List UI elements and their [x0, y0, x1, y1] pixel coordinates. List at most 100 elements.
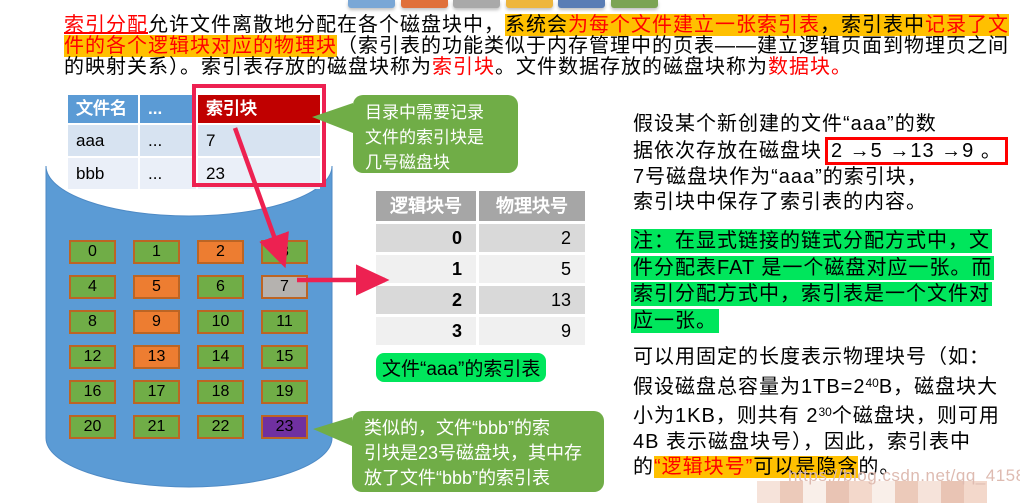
disk-block-0: 0 [69, 240, 116, 264]
indexblock-column-highlight-box [192, 84, 326, 187]
disk-block-10: 10 [197, 310, 244, 334]
text-segment: 可以是隐含 [753, 456, 859, 479]
callout-line: 几号磁盘块 [365, 153, 450, 172]
text-segment: “逻辑块号” [654, 456, 754, 479]
callout-bbb-note: 类似的，文件“bbb”的索 引块是23号磁盘块，其中存 放了文件“bbb”的索引… [352, 411, 604, 492]
disk-block-16: 16 [69, 380, 116, 404]
mosaic-tile [757, 481, 780, 503]
text-segment: 索引分配方式中，索引表是一个文件对 [631, 282, 992, 306]
text-segment: 可以用固定的长度表示物理块号（如： [633, 346, 990, 368]
disk-block-18: 18 [197, 380, 244, 404]
paragraph-block-number-size: 可以用固定的长度表示物理块号（如： 假设磁盘总容量为1TB=240B，磁盘块大 … [633, 345, 1000, 481]
disk-block-14: 14 [197, 345, 244, 369]
directory-cell: ... [140, 125, 196, 156]
text-segment: 为每个文件建立一张索引表 [568, 14, 820, 36]
callout-bottom-pointer [313, 417, 352, 446]
disk-block-19: 19 [261, 380, 308, 404]
text-segment: 小为1KB，则共有 2 [633, 405, 819, 428]
text-segment: ， [820, 14, 841, 36]
mosaic-tile [918, 481, 941, 503]
top-bar [505, 0, 553, 8]
disk-block-3: 3 [261, 240, 308, 264]
top-bar [558, 0, 606, 8]
intro-line-3: 的映射关系）。索引表存放的磁盘块称为索引块。文件数据存放的磁盘块称为数据块。 [64, 57, 1016, 78]
mosaic-blur-patch [757, 481, 987, 503]
directory-header-ellipsis: ... [140, 95, 196, 123]
disk-block-1: 1 [133, 240, 180, 264]
callout-line: 文件的索引块是 [365, 128, 484, 147]
text-segment: 假设某个新创建的文件“aaa”的数 [633, 113, 937, 135]
disk-block-6: 6 [197, 275, 244, 299]
top-bar [348, 0, 395, 8]
disk-block-5: 5 [133, 275, 180, 299]
disk-block-12: 12 [69, 345, 116, 369]
index-table-cell: 9 [479, 317, 585, 345]
mosaic-tile [849, 481, 872, 503]
text-segment: 索引分配 [64, 14, 148, 36]
text-segment: 件的各个逻辑块对应的物理块 [64, 35, 337, 57]
directory-header-filename: 文件名 [68, 95, 138, 123]
text-segment: 30 [818, 405, 832, 420]
directory-cell: ... [140, 158, 196, 189]
text-segment: B，磁盘块大 [878, 375, 999, 398]
index-table-cell: 1 [376, 255, 476, 283]
text-segment: 假设磁盘总容量为1TB=2 [633, 375, 866, 398]
mosaic-tile [826, 481, 849, 503]
disk-block-7: 7 [261, 275, 308, 299]
text-segment: 数据块。 [768, 56, 852, 78]
disk-block-23: 23 [261, 415, 308, 439]
index-table-cell: 3 [376, 317, 476, 345]
disk-block-20: 20 [69, 415, 116, 439]
text-segment: 的 [633, 456, 654, 479]
text-segment: 系统会 [505, 14, 568, 36]
index-table-header-physical: 物理块号 [479, 191, 585, 221]
text-segment: 2 →5 →13 →9 。 [825, 137, 1008, 165]
intro-line-2: 件的各个逻辑块对应的物理块（索引表的功能类似于内存管理中的页表——建立逻辑页面到… [64, 35, 1016, 57]
text-segment: 记录了文 [925, 14, 1009, 36]
intro-line-1: 索引分配允许文件离散地分配在各个磁盘块中，系统会为每个文件建立一张索引表，索引表… [64, 14, 1016, 36]
disk-block-11: 11 [261, 310, 308, 334]
text-line: 可以用固定的长度表示物理块号（如： [633, 345, 1000, 371]
text-line: 小为1KB，则共有 230个磁盘块，则可用 [633, 400, 1000, 430]
text-line: 假设磁盘总容量为1TB=240B，磁盘块大 [633, 371, 1000, 401]
index-table-cell: 5 [479, 255, 585, 283]
disk-block-21: 21 [133, 415, 180, 439]
callout-line: 引块是23号磁盘块，其中存 [364, 443, 583, 463]
text-line: 假设某个新创建的文件“aaa”的数 [633, 112, 1008, 137]
disk-block-13: 13 [133, 345, 180, 369]
directory-cell: bbb [68, 158, 138, 189]
top-bar [453, 0, 501, 8]
watermark-url: https://blog.csdn.net/qq_41587740 [788, 466, 1020, 485]
text-segment: 的映射关系）。索引表存放的磁盘块称为 [64, 56, 432, 78]
text-segment: 索引块中保存了索引表的内容。 [633, 191, 927, 213]
disk-block-2: 2 [197, 240, 244, 264]
text-line: 注：在显式链接的链式分配方式中，文 [631, 228, 994, 255]
index-table-caption: 文件“aaa”的索引表 [376, 353, 547, 382]
top-bar [400, 0, 448, 8]
text-segment: 索引块 [432, 56, 495, 78]
disk-block-9: 9 [133, 310, 180, 334]
text-segment: 4B 表示磁盘块号），因此，索引表中 [633, 430, 972, 453]
text-line: 4B 表示磁盘块号），因此，索引表中 [633, 430, 1000, 456]
text-segment: 的。 [858, 456, 901, 479]
text-line: 索引块中保存了索引表的内容。 [633, 190, 1008, 215]
index-table-cell: 13 [479, 286, 585, 314]
index-table-cell: 2 [479, 224, 585, 252]
index-table-cell: 0 [376, 224, 476, 252]
text-segment: 索引表中 [841, 14, 925, 36]
top-bar [611, 0, 658, 8]
text-segment: 件分配表FAT 是一个磁盘对应一张。而 [631, 255, 995, 280]
paragraph-fat-note: 注：在显式链接的链式分配方式中，文 件分配表FAT 是一个磁盘对应一张。而 索引… [631, 228, 995, 334]
text-segment: （索引表的功能类似于内存管理中的页表——建立逻辑页面到物理页之间 [337, 35, 1009, 57]
directory-header-indexblock: 索引块 [198, 95, 320, 123]
callout-directory-note: 目录中需要记录 文件的索引块是 几号磁盘块 [353, 95, 518, 173]
mosaic-tile [941, 481, 964, 503]
text-segment: 注：在显式链接的链式分配方式中，文 [631, 229, 992, 253]
text-line: 的“逻辑块号”可以是隐含的。 [633, 455, 1000, 481]
text-segment: 个磁盘块，则可用 [831, 405, 1000, 428]
disk-block-17: 17 [133, 380, 180, 404]
